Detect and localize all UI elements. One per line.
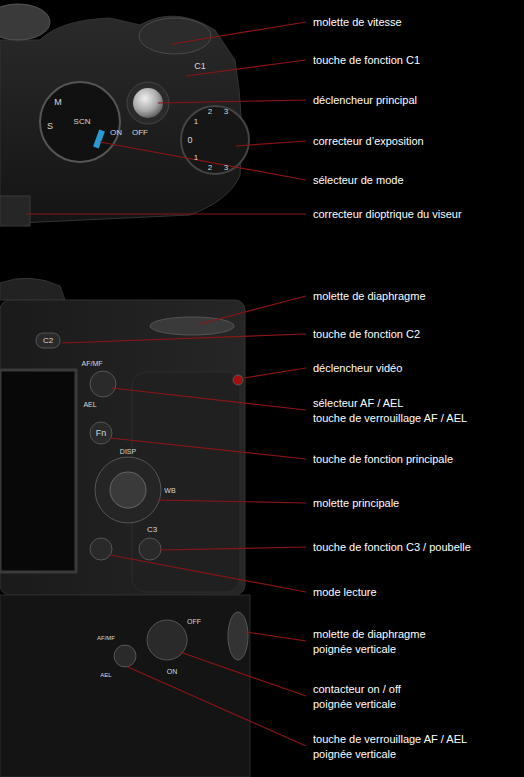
dial-marking: 3 [224, 161, 228, 175]
c3-button [139, 538, 161, 560]
part-label: correcteur dioptrique du viseur [313, 207, 462, 221]
button-marking: AF/MF [82, 357, 103, 371]
leader-line [186, 60, 306, 76]
dial-marking: 0 [187, 133, 192, 147]
part-label: molette principale [313, 496, 399, 510]
button-marking: C2 [43, 334, 53, 348]
leader-line [158, 100, 306, 103]
leader-line [200, 296, 306, 324]
part-label: molette de diaphragme [313, 627, 426, 641]
c2-button [36, 333, 60, 348]
mode-dial-marker [93, 130, 105, 149]
grip-power-switch [147, 620, 187, 660]
leader-line [26, 213, 306, 214]
mode-dial [40, 82, 120, 162]
switch-marking: ON [167, 665, 178, 679]
part-label: correcteur d’exposition [313, 134, 424, 148]
part-label: touche de verrouillage AF / AEL [313, 732, 467, 746]
leader-line [110, 438, 306, 459]
part-label: molette de diaphragme [313, 289, 426, 303]
playback-button [90, 538, 112, 560]
button-marking: AEL [83, 398, 96, 412]
part-label: contacteur on / off [313, 682, 401, 696]
vertical-grip [0, 595, 250, 777]
left-dial [0, 4, 50, 40]
diopter-knob [0, 196, 30, 226]
dial-marking: M [54, 95, 62, 109]
button-marking: C1 [194, 59, 206, 73]
leader-line [100, 142, 306, 180]
leader-line [62, 334, 306, 343]
dial-marking: 2 [208, 161, 212, 175]
part-label: touche de fonction principale [313, 452, 453, 466]
leader-lines [26, 22, 306, 746]
part-label: poignée verticale [313, 642, 396, 656]
leader-line [180, 652, 306, 696]
part-label: touche de verrouillage AF / AEL [313, 411, 467, 425]
dial-marking: 3 [224, 105, 228, 119]
switch-marking: OFF [132, 126, 148, 140]
part-label: touche de fonction C1 [313, 53, 420, 67]
leader-line [160, 547, 306, 550]
aperture-dial [150, 317, 234, 335]
button-marking: C3 [147, 523, 157, 537]
leader-line [158, 500, 306, 503]
part-label: sélecteur de mode [313, 173, 404, 187]
dial-marking: S [47, 119, 53, 133]
part-label: touche de fonction C3 / poubelle [313, 540, 471, 554]
part-label: poignée verticale [313, 747, 396, 761]
leader-line [172, 22, 306, 44]
eyecup [0, 278, 65, 300]
speed-dial [139, 18, 211, 54]
camera-back-body [0, 300, 245, 595]
button-marking: Fn [96, 426, 107, 440]
switch-marking: OFF [187, 615, 201, 629]
part-label: déclencheur principal [313, 93, 417, 107]
dial-marking: 1 [194, 115, 198, 129]
leader-line [110, 555, 306, 592]
leader-line [128, 667, 306, 746]
leader-line [244, 368, 306, 378]
grip-af-button [114, 645, 136, 667]
button-marking: DISP [120, 445, 136, 459]
center-button [110, 472, 146, 508]
lcd-screen [0, 370, 76, 572]
part-label: mode lecture [313, 585, 377, 599]
part-label: déclencheur vidéo [313, 361, 402, 375]
leader-line [112, 388, 306, 410]
dial-marking: 2 [208, 105, 212, 119]
part-label: poignée verticale [313, 697, 396, 711]
part-label: touche de fonction C2 [313, 327, 420, 341]
switch-marking: ON [110, 126, 122, 140]
part-label: molette de vitesse [313, 15, 402, 29]
grip-dial [228, 612, 248, 660]
fn-button [90, 422, 112, 444]
af-ael-lever [90, 371, 116, 397]
dial-marking: SCN [74, 115, 91, 129]
button-marking: WB [164, 484, 175, 498]
control-wheel [95, 457, 161, 523]
part-label: sélecteur AF / AEL [313, 396, 404, 410]
dial-marking: 1 [194, 151, 198, 165]
button-marking: AEL [100, 668, 111, 682]
leader-line [246, 632, 306, 641]
button-marking: AF/MF [97, 631, 115, 645]
leader-line [236, 141, 306, 146]
movie-button [233, 375, 243, 385]
